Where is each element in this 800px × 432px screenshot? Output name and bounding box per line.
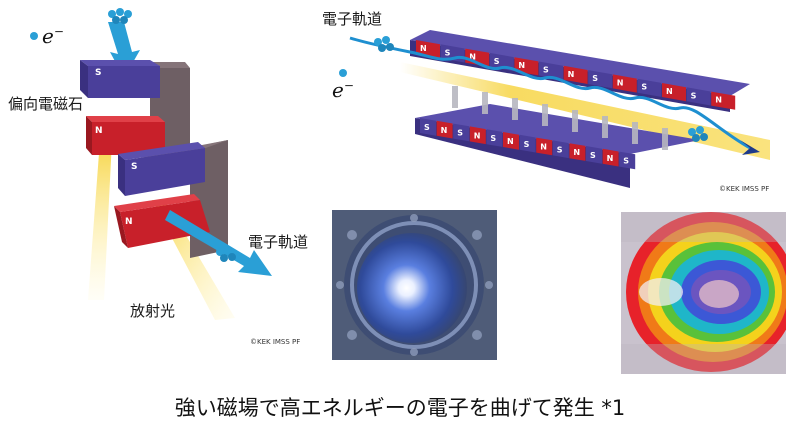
pole-label-s-lower: S	[131, 162, 138, 172]
upper-pole-label-12: N	[715, 96, 722, 105]
electron-label-right: e−	[332, 78, 354, 102]
lower-pole-label-10: S	[590, 151, 596, 160]
bending-magnet-diagram	[30, 8, 272, 320]
photo-synchrotron-blue	[332, 210, 497, 360]
upper-pole-5	[539, 61, 563, 80]
lower-pole-5	[503, 132, 519, 150]
electron-bunch-lower	[216, 246, 236, 262]
upper-pole-6	[563, 65, 588, 84]
upper-pole-label-11: S	[691, 91, 697, 100]
electron-orbit-label-left: 電子軌道	[248, 233, 309, 251]
upper-pole-10	[662, 83, 686, 102]
lower-pole-label-7: N	[540, 143, 547, 152]
electron-dot-left	[30, 32, 38, 40]
pole-label-n-lower: N	[125, 217, 133, 227]
lower-pole-label-6: S	[524, 140, 530, 149]
upper-pole-label-4: N	[518, 61, 525, 70]
electron-orbit-label-top: 電子軌道	[322, 10, 383, 28]
lower-pole-1	[436, 120, 453, 139]
pole-label-n-upper: N	[95, 126, 103, 136]
upper-pole-label-2: N	[469, 53, 476, 62]
lower-magnet-s-pole	[125, 148, 205, 196]
lower-pole-label-9: N	[573, 148, 580, 157]
lower-pole-11	[602, 148, 619, 167]
lower-pole-label-2: S	[457, 129, 463, 138]
lower-pole-label-12: S	[623, 157, 629, 166]
upper-pole-2	[465, 48, 490, 67]
upper-pole-label-7: S	[592, 74, 598, 83]
upper-pole-label-6: N	[568, 70, 575, 79]
upper-pole-11	[686, 87, 711, 106]
credit-right: ©KEK IMSS PF	[719, 185, 770, 193]
field-arrows	[452, 86, 668, 150]
upper-magnet-s-pole	[88, 66, 160, 98]
upper-pole-9	[637, 78, 662, 97]
credit-left: ©KEK IMSS PF	[250, 338, 301, 346]
lower-pole-label-11: N	[607, 154, 614, 163]
lower-pole-label-5: N	[507, 137, 514, 146]
lower-pole-label-0: S	[424, 123, 430, 132]
electron-bunch-top	[108, 8, 132, 24]
lower-pole-6	[519, 134, 536, 153]
upper-pole-7	[588, 70, 613, 89]
upper-pole-8	[612, 74, 637, 93]
lower-pole-4	[486, 129, 503, 147]
upper-pole-label-10: N	[666, 87, 673, 96]
undulator-electron-bunch-in	[374, 36, 394, 52]
synchrotron-light-label: 放射光	[130, 302, 176, 320]
photo-rainbow-pattern	[621, 212, 786, 374]
undulator-electron-bunch-out	[688, 126, 708, 142]
figure-caption: 強い磁場で高エネルギーの電子を曲げて発生 *1	[174, 396, 626, 420]
electron-dot-right	[339, 69, 347, 77]
undulating-electron-path	[349, 36, 751, 150]
lower-pole-0	[420, 118, 436, 136]
upper-pole-label-5: S	[543, 66, 549, 75]
lower-magnet-n-pole	[120, 200, 210, 248]
bending-magnet-label: 偏向電磁石	[8, 95, 84, 113]
lower-pole-12	[619, 151, 636, 170]
lower-pole-label-1: N	[441, 126, 448, 135]
upper-magnet-n-pole	[92, 122, 165, 155]
lower-pole-9	[569, 143, 586, 161]
electron-label-left: e−	[42, 24, 64, 48]
upper-pole-label-3: S	[494, 57, 500, 66]
upper-pole-12	[711, 91, 736, 110]
lower-pole-2	[453, 123, 470, 142]
upper-pole-label-9: S	[641, 83, 647, 92]
bent-electron-arrow	[165, 210, 272, 276]
pole-label-s-upper: S	[95, 68, 102, 78]
lower-pole-8	[552, 140, 569, 159]
lower-pole-7	[536, 137, 553, 156]
lower-pole-label-3: N	[474, 131, 481, 140]
upper-pole-label-8: N	[617, 78, 624, 87]
upper-pole-label-1: S	[445, 48, 451, 57]
lower-pole-label-4: S	[490, 134, 496, 143]
lower-pole-label-8: S	[557, 145, 563, 154]
light-beam-1	[88, 140, 112, 300]
lower-pole-10	[586, 146, 602, 164]
lower-pole-3	[469, 126, 486, 145]
upper-pole-label-0: N	[420, 44, 427, 53]
undulator-light-band	[400, 62, 770, 160]
